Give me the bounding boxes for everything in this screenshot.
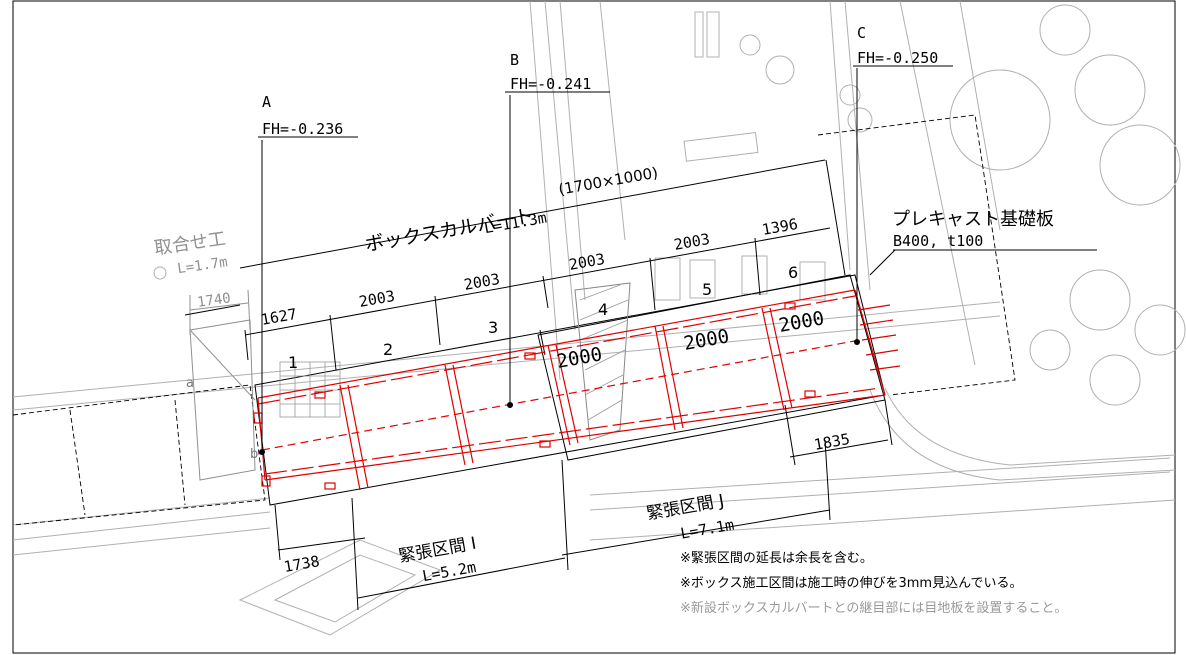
segment-5-length: 2003 <box>673 230 712 254</box>
note-2: ※ボックス施工区間は施工時の伸びを3mm見込んでいる。 <box>680 576 1022 591</box>
point-a-fh: FH=-0.236 <box>262 120 343 138</box>
precast-outline <box>817 114 1016 396</box>
note-3: ※新設ボックスカルバートとの継目部には目地板を設置すること。 <box>680 600 1067 616</box>
hatch <box>579 284 629 421</box>
segment-1-no: 1 <box>288 353 298 372</box>
note-1: ※緊張区間の延長は余長を含む。 <box>680 550 873 566</box>
approach-section <box>189 289 256 481</box>
section-mark-a: a <box>186 376 194 391</box>
drawing-frame <box>12 0 1176 654</box>
precast-title: プレキャスト基礎板 <box>892 209 1054 230</box>
segment-6-length: 1396 <box>761 215 800 239</box>
tension-lines <box>253 289 901 491</box>
leaders <box>258 65 1097 455</box>
point-c-name: C <box>857 24 866 42</box>
culvert-labels: ボックスカルバート (1700×1000) L=11.3m <box>363 164 659 257</box>
segment-3-length: 2003 <box>463 270 502 294</box>
bottom-widths: 2000 2000 2000 <box>555 307 826 373</box>
tension-j-dim: 1835 <box>813 430 852 454</box>
approach-length: L=1.7m <box>176 254 228 277</box>
dimension-lines <box>184 159 893 611</box>
tension-i: 1738 緊張区間 I L=5.2m <box>282 534 478 586</box>
width-segment-6: 2000 <box>777 307 826 337</box>
segment-4-length: 2003 <box>568 250 607 274</box>
point-a-marker <box>259 449 265 455</box>
segment-3-no: 3 <box>488 318 498 337</box>
segment-4-no: 4 <box>598 300 608 319</box>
tension-j-length: L=7.1m <box>679 516 735 543</box>
segment-2-length: 2003 <box>358 287 397 311</box>
width-segment-5: 2000 <box>682 325 731 355</box>
existing-culvert <box>12 384 266 526</box>
approach-dim: 1740 <box>196 290 232 311</box>
precast-labels: プレキャスト基礎板 B400, t100 <box>892 209 1054 250</box>
notes: ※緊張区間の延長は余長を含む。 ※ボックス施工区間は施工時の伸びを3mm見込んで… <box>680 550 1067 616</box>
section-mark-b: b <box>250 447 258 462</box>
segment-5-no: 5 <box>702 280 712 299</box>
point-b-marker <box>507 402 513 408</box>
segment-2-no: 2 <box>383 340 393 359</box>
point-b-name: B <box>510 51 519 69</box>
point-a-name: A <box>262 93 271 111</box>
tension-i-dim: 1738 <box>282 552 321 576</box>
segment-6-no: 6 <box>788 263 798 282</box>
approach-title: 取合せ工 <box>153 228 227 259</box>
segment-dims: 1627 2003 2003 2003 2003 1396 <box>260 215 800 329</box>
segment-numbers: 1 2 3 4 5 6 <box>288 263 798 372</box>
tension-i-length: L=5.2m <box>421 558 477 585</box>
point-c-fh: FH=-0.250 <box>857 49 938 67</box>
width-segment-4: 2000 <box>555 343 604 373</box>
point-b-fh: FH=-0.241 <box>510 75 591 93</box>
precast-spec: B400, t100 <box>893 232 983 250</box>
segment-1-length: 1627 <box>260 305 299 329</box>
point-labels: A FH=-0.236 B FH=-0.241 C FH=-0.250 <box>262 24 938 138</box>
approach-labels: 取合せ工 L=1.7m 1740 <box>153 228 232 311</box>
point-c-marker <box>854 339 860 345</box>
